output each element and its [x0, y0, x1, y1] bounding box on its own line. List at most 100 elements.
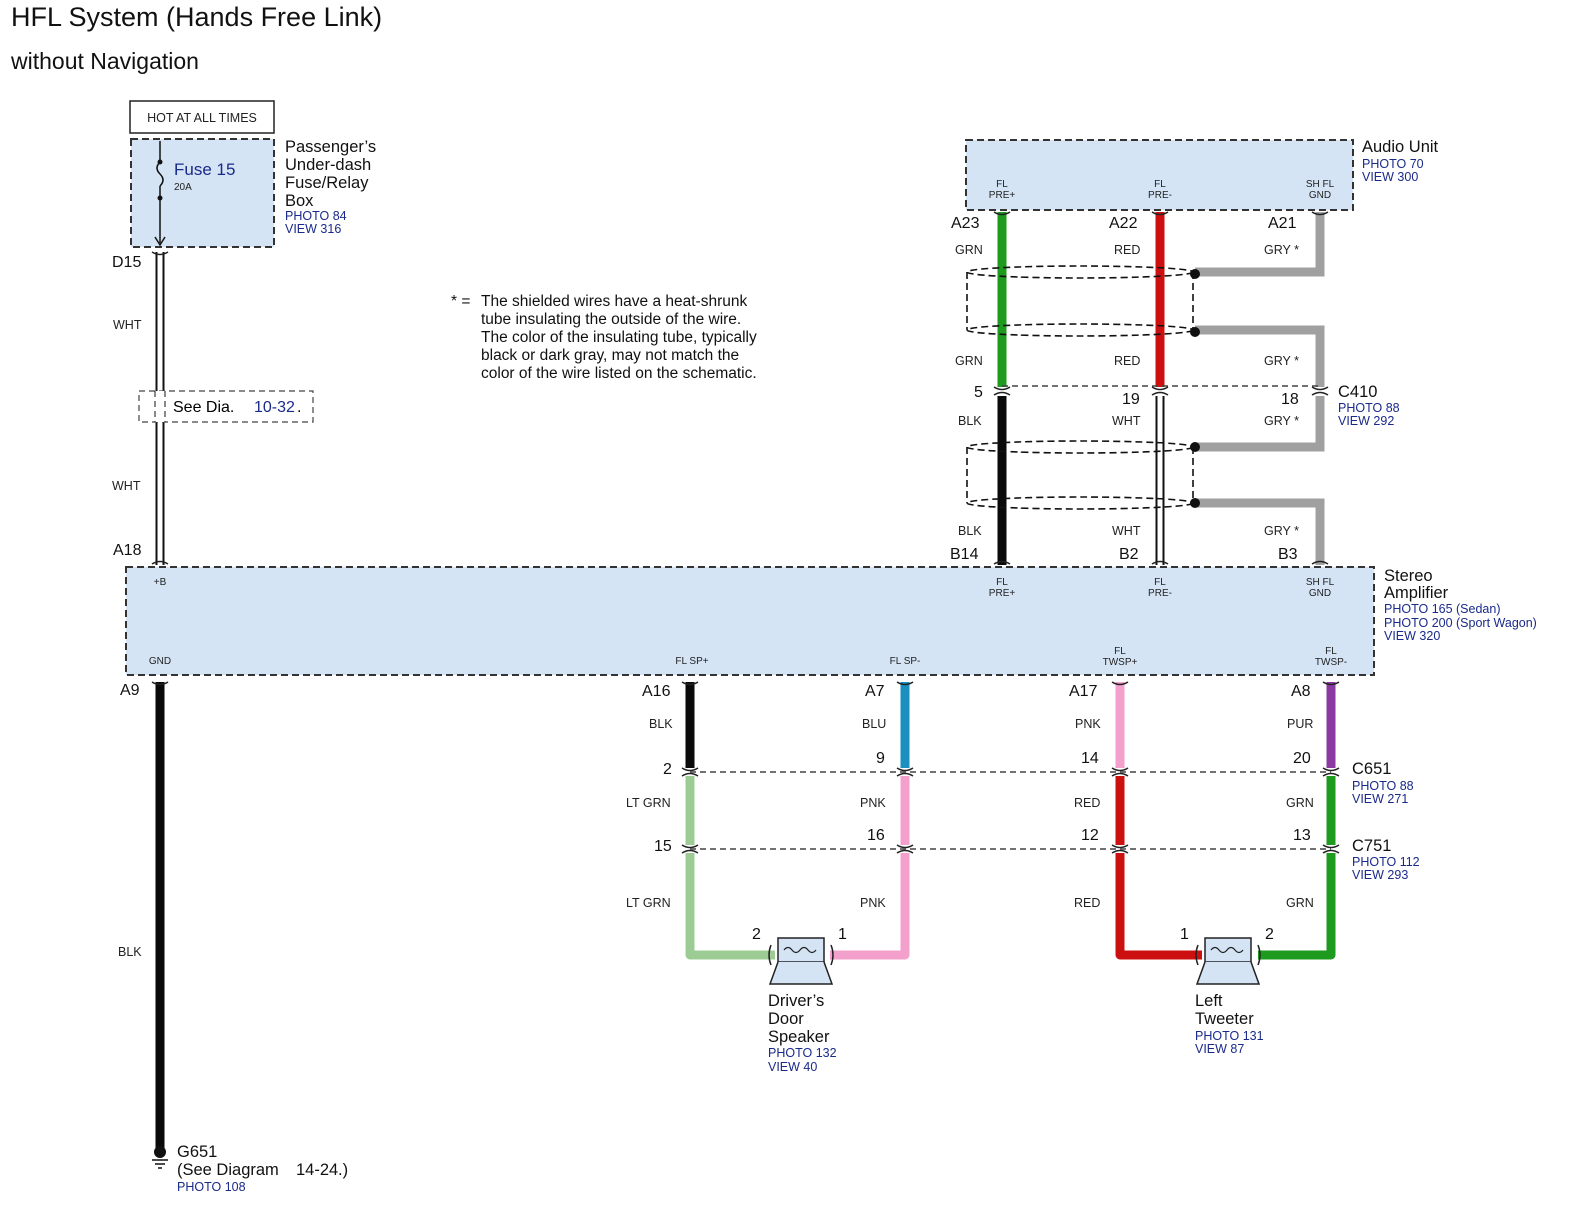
wire-ltgrn-to-speaker: [685, 853, 775, 960]
c410-pin: 19: [1122, 391, 1140, 408]
page-subtitle: without Navigation: [11, 48, 199, 74]
c751-pin: 12: [1081, 827, 1099, 844]
fuse-box-name-line1: Passenger’s: [285, 138, 376, 156]
c410-view-link[interactable]: VIEW 292: [1338, 414, 1394, 428]
pin-a22: A22: [1109, 215, 1138, 232]
stereo-amplifier-box: [125, 566, 1375, 676]
c651-pin: 9: [876, 750, 885, 767]
c410-photo-link[interactable]: PHOTO 88: [1338, 401, 1400, 415]
c651-photo-link[interactable]: PHOTO 88: [1352, 779, 1414, 793]
wire-label: WHT: [112, 479, 141, 493]
note-line: tube insulating the outside of the wire.: [481, 311, 741, 328]
c651-view-link[interactable]: VIEW 271: [1352, 792, 1408, 806]
audio-pin-label: PRE+: [989, 190, 1016, 201]
c751-view-link[interactable]: VIEW 293: [1352, 868, 1408, 882]
amp-pin-label: TWSP-: [1315, 657, 1347, 668]
speaker-name: Speaker: [768, 1028, 830, 1046]
amp-photo-link[interactable]: PHOTO 165 (Sedan): [1384, 602, 1501, 616]
wire-label: LT GRN: [626, 796, 671, 810]
amp-pin-label: FL SP+: [675, 656, 708, 667]
audio-unit-photo-link[interactable]: PHOTO 70: [1362, 157, 1424, 171]
c651-pin: 2: [663, 761, 672, 778]
c410-pin: 5: [974, 384, 983, 401]
pin-a21: A21: [1268, 215, 1297, 232]
amp-pin-label: FL: [1114, 646, 1126, 657]
fuse-symbol: [154, 141, 166, 247]
pin-b2: B2: [1119, 546, 1139, 563]
audio-unit-name: Audio Unit: [1362, 138, 1439, 156]
c651-pin: 20: [1293, 750, 1311, 767]
fuse-box-photo-link[interactable]: PHOTO 84: [285, 209, 347, 223]
c751-photo-link[interactable]: PHOTO 112: [1352, 855, 1420, 869]
fuse-box-name-line4: Box: [285, 192, 314, 210]
speaker-icon: [768, 937, 834, 985]
ground-photo-link[interactable]: PHOTO 108: [177, 1180, 246, 1194]
note-line: black or dark gray, may not match the: [481, 347, 739, 364]
wire-label: BLK: [958, 414, 982, 428]
wire-label: BLK: [958, 524, 982, 538]
audio-pin-label: FL: [1154, 179, 1166, 190]
speaker-photo-link[interactable]: PHOTO 132: [768, 1046, 837, 1060]
wire-label: WHT: [113, 318, 142, 332]
ground-see-label: (See Diagram: [177, 1161, 279, 1179]
wire-label: GRY *: [1264, 354, 1299, 368]
fuse-name: Fuse 15: [174, 160, 235, 179]
wire-label: PNK: [860, 796, 886, 810]
fuse-box-name-line3: Fuse/Relay: [285, 174, 369, 192]
pin-a18: A18: [113, 542, 142, 559]
pin-d15: D15: [112, 254, 141, 271]
c410-name: C410: [1338, 383, 1377, 401]
see-dia-label: See Dia.: [173, 399, 234, 416]
wire-label: GRN: [1286, 896, 1314, 910]
amp-photo-link[interactable]: PHOTO 200 (Sport Wagon): [1384, 616, 1537, 630]
wire-label: BLK: [649, 717, 673, 731]
audio-pin-label: GND: [1309, 190, 1331, 201]
wire-label: BLU: [862, 717, 886, 731]
wire-label: LT GRN: [626, 896, 671, 910]
fuse-box-view-link[interactable]: VIEW 316: [285, 222, 341, 236]
wire-label: RED: [1114, 354, 1140, 368]
page-title: HFL System (Hands Free Link): [11, 2, 383, 32]
speaker-view-link[interactable]: VIEW 40: [768, 1060, 817, 1074]
c751-name: C751: [1352, 837, 1391, 855]
wire-label: GRY *: [1264, 243, 1299, 257]
audio-pin-label: PRE-: [1148, 190, 1172, 201]
audio-unit-view-link[interactable]: VIEW 300: [1362, 170, 1418, 184]
amp-name-line1: Stereo: [1384, 567, 1433, 585]
pin-a7: A7: [865, 683, 885, 700]
fuse-rating: 20A: [174, 182, 192, 193]
wire-pnk-to-speaker: [830, 853, 910, 960]
see-dia-link[interactable]: 10-32: [254, 399, 295, 416]
connector-breaks: [151, 211, 1340, 854]
ground-icon: [152, 1146, 168, 1169]
note-line: The color of the insulating tube, typica…: [481, 329, 757, 346]
wire-label: GRY *: [1264, 524, 1299, 538]
tweeter-pin: 1: [1180, 926, 1189, 943]
tweeter-name: Left: [1195, 992, 1223, 1010]
ground-see-link[interactable]: 14-24: [296, 1161, 338, 1179]
tweeter-photo-link[interactable]: PHOTO 131: [1195, 1029, 1264, 1043]
audio-pin-label: SH FL: [1306, 179, 1335, 190]
tweeter-name: Tweeter: [1195, 1010, 1254, 1028]
tweeter-view-link[interactable]: VIEW 87: [1195, 1042, 1244, 1056]
tweeter-icon: [1195, 937, 1261, 985]
see-dia-period: .: [297, 399, 301, 416]
wire-label: GRN: [955, 243, 983, 257]
see-dia-box: [138, 390, 314, 423]
amp-pin-label: FL SP-: [890, 656, 921, 667]
pin-a17: A17: [1069, 683, 1098, 700]
shield-tube-lower: [966, 440, 1200, 510]
amp-pin-label: TWSP+: [1103, 657, 1138, 668]
amp-pin-label: FL: [1154, 577, 1166, 588]
fuse-box-name-line2: Under-dash: [285, 156, 371, 174]
speaker-name: Driver’s: [768, 992, 824, 1010]
wire-label: BLK: [118, 945, 142, 959]
speaker-pin: 2: [752, 926, 761, 943]
wire-grn-to-tweeter: [1258, 853, 1336, 960]
wire-label: RED: [1114, 243, 1140, 257]
amp-pin-label: PRE+: [989, 588, 1016, 599]
amp-view-link[interactable]: VIEW 320: [1384, 629, 1440, 643]
pin-a9: A9: [120, 682, 140, 699]
wire-gry-shield-upper: [1195, 212, 1325, 387]
